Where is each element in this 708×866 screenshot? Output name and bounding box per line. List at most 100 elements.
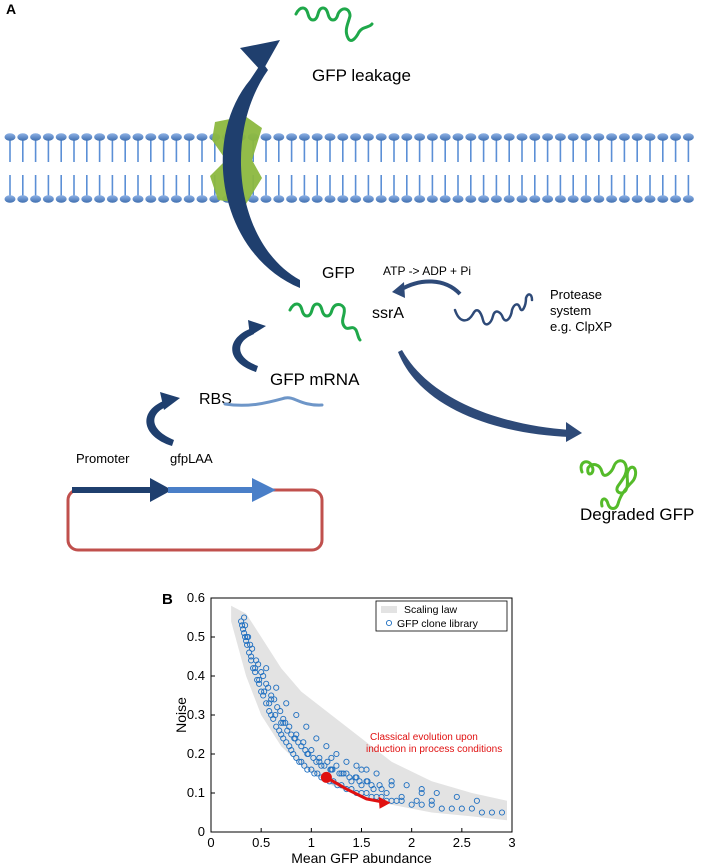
lipid-head bbox=[4, 195, 16, 203]
data-point bbox=[310, 754, 317, 761]
data-point bbox=[418, 786, 425, 793]
data-point bbox=[296, 758, 303, 765]
lipid-head bbox=[375, 133, 387, 141]
transcription-arrow bbox=[146, 400, 174, 446]
data-point bbox=[261, 688, 268, 695]
lipid-head bbox=[298, 195, 310, 203]
lipid-head bbox=[311, 133, 323, 141]
data-point bbox=[260, 692, 267, 699]
x-tick-label: 1.5 bbox=[352, 835, 370, 850]
data-point bbox=[314, 770, 321, 777]
legend-band-swatch bbox=[381, 606, 397, 613]
data-point bbox=[274, 704, 281, 711]
lipid-head bbox=[298, 133, 310, 141]
promoter-label: Promoter bbox=[76, 451, 130, 466]
protease-label-3: e.g. ClpXP bbox=[550, 319, 612, 334]
data-point bbox=[242, 633, 249, 641]
data-point bbox=[373, 770, 380, 777]
data-point bbox=[340, 770, 347, 777]
lipid-head bbox=[324, 195, 336, 203]
data-point bbox=[256, 680, 263, 687]
lipid-head bbox=[119, 195, 131, 203]
data-point bbox=[418, 801, 425, 808]
data-point bbox=[498, 809, 506, 816]
lipid-head bbox=[580, 133, 592, 141]
data-point bbox=[488, 809, 495, 816]
lipid-head bbox=[631, 195, 643, 203]
protease-protein bbox=[453, 293, 534, 326]
data-point bbox=[336, 770, 343, 777]
panel-b-label: B bbox=[162, 591, 173, 608]
data-point bbox=[256, 676, 263, 683]
data-point bbox=[280, 719, 287, 726]
degraded-gfp-label: Degraded GFP bbox=[580, 505, 694, 524]
lipid-head bbox=[17, 133, 29, 141]
lipid-head bbox=[670, 133, 682, 141]
lipid-head bbox=[465, 133, 477, 141]
degradation-arrow bbox=[398, 350, 570, 437]
data-point bbox=[301, 762, 308, 769]
lipid-head bbox=[439, 133, 451, 141]
lipid-head bbox=[657, 195, 669, 203]
lipid-head bbox=[17, 195, 29, 203]
data-point bbox=[293, 754, 300, 761]
atp-arrow bbox=[398, 279, 462, 296]
data-point bbox=[346, 774, 353, 781]
lipid-head bbox=[260, 195, 272, 203]
y-tick-label: 0.6 bbox=[187, 590, 205, 605]
lipid-head bbox=[145, 133, 157, 141]
data-point bbox=[265, 684, 272, 691]
lipid-head bbox=[490, 133, 502, 141]
data-point bbox=[376, 782, 383, 789]
data-point bbox=[333, 762, 340, 769]
lipid-head bbox=[682, 195, 694, 203]
data-point bbox=[321, 762, 328, 769]
lipid-head bbox=[350, 195, 362, 203]
lipid-head bbox=[30, 195, 42, 203]
lipid-head bbox=[106, 133, 118, 141]
lipid-head bbox=[618, 133, 630, 141]
y-tick-label: 0.5 bbox=[187, 629, 205, 644]
data-point bbox=[418, 789, 425, 797]
lipid-head bbox=[94, 195, 106, 203]
data-point bbox=[304, 750, 311, 758]
x-tick-label: 2.5 bbox=[453, 835, 471, 850]
data-point bbox=[298, 758, 305, 765]
data-point bbox=[433, 789, 440, 797]
lipid-head bbox=[286, 133, 298, 141]
lipid-head bbox=[529, 195, 541, 203]
lipid-head bbox=[55, 195, 67, 203]
lipid-head bbox=[567, 195, 579, 203]
lipid-head bbox=[388, 133, 400, 141]
lipid-head bbox=[170, 133, 182, 141]
data-point bbox=[368, 782, 375, 789]
lipid-head bbox=[478, 195, 490, 203]
data-point bbox=[272, 711, 279, 719]
data-point bbox=[428, 801, 435, 808]
y-tick-label: 0.3 bbox=[187, 707, 205, 722]
data-point bbox=[478, 809, 485, 816]
lipid-head bbox=[452, 195, 464, 203]
lipid-head bbox=[132, 133, 144, 141]
lipid-head bbox=[452, 133, 464, 141]
data-point bbox=[255, 661, 262, 668]
data-point bbox=[288, 731, 295, 738]
y-tick-label: 0.1 bbox=[187, 785, 205, 800]
lipid-head bbox=[644, 195, 656, 203]
annotation-line-2: induction in process conditions bbox=[366, 744, 502, 755]
gfp-leakage-label: GFP leakage bbox=[312, 66, 411, 85]
data-point bbox=[263, 665, 270, 672]
x-tick-label: 2 bbox=[408, 835, 415, 850]
lipid-head bbox=[337, 195, 349, 203]
data-point bbox=[295, 739, 302, 746]
data-point bbox=[244, 641, 251, 648]
lipid-head bbox=[465, 195, 477, 203]
data-point bbox=[408, 801, 415, 808]
data-point bbox=[316, 758, 323, 765]
data-point bbox=[283, 739, 290, 746]
protease-label-2: system bbox=[550, 303, 591, 318]
lipid-head bbox=[42, 133, 54, 141]
lipid-head bbox=[4, 133, 16, 141]
lipid-head bbox=[606, 133, 618, 141]
